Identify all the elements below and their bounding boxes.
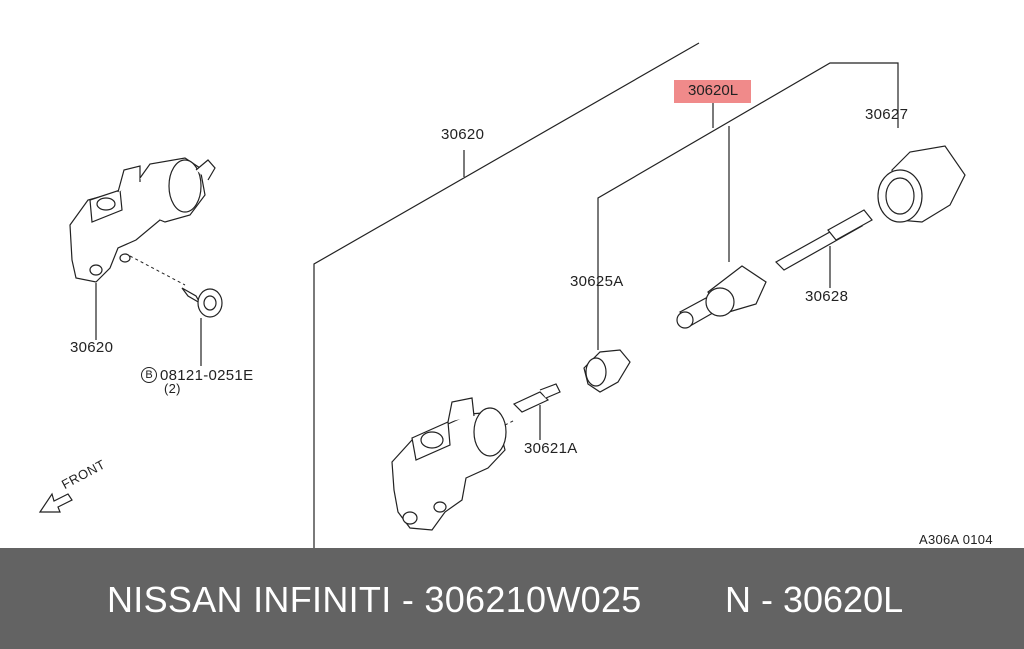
slave-cylinder-body: [391, 397, 516, 531]
label-30620L: 30620L: [688, 82, 739, 99]
bolt-quantity: (2): [164, 381, 181, 396]
label-30621A: 30621A: [524, 440, 578, 457]
figure-code: A306A 0104: [919, 532, 993, 547]
dust-boot: [583, 349, 631, 393]
parts-diagram: [38, 42, 966, 548]
footer-title: NISSAN INFINITI - 306210W025: [107, 579, 642, 620]
footer-part-code: N - 30620L: [725, 579, 904, 620]
push-rod-boot: [877, 145, 966, 223]
label-30628: 30628: [805, 288, 849, 305]
footer-bar: [0, 548, 1024, 649]
bolt-part-number: 08121-0251E: [160, 367, 254, 384]
piston: [676, 265, 767, 329]
front-arrow-icon: [38, 492, 73, 513]
bleeder-screw: [512, 383, 561, 413]
label-30620-main: 30620: [441, 126, 485, 143]
label-30625A: 30625A: [570, 273, 624, 290]
bolt-symbol: B: [141, 367, 157, 383]
slave-cylinder-left: [69, 157, 216, 286]
label-30620-left: 30620: [70, 339, 114, 356]
label-30627: 30627: [865, 106, 909, 123]
assembly-outline: [313, 42, 700, 548]
push-rod: [775, 209, 873, 271]
kit-outline: [597, 62, 899, 350]
highlighted-part-label: 30620L: [674, 80, 751, 103]
bolt: [181, 287, 223, 318]
